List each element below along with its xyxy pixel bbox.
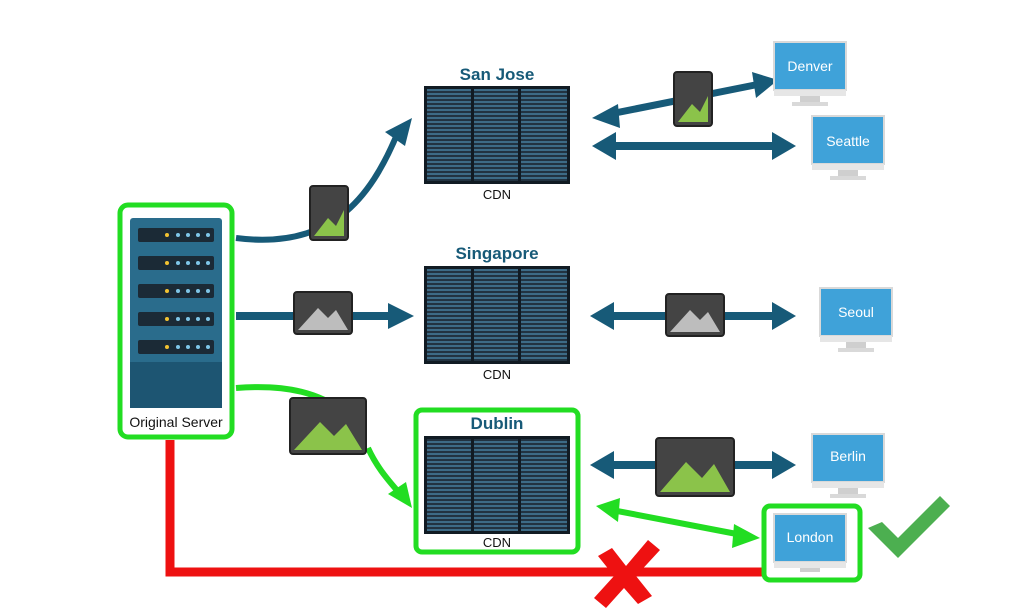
cdn-title: Singapore [455, 244, 538, 263]
image-icon [665, 293, 725, 337]
check-icon [868, 496, 950, 558]
server-rack-units [138, 228, 214, 354]
client-label: Seoul [838, 304, 874, 320]
cdn-label: CDN [483, 187, 511, 202]
client-label: Berlin [830, 448, 866, 464]
cdn-singapore: Singapore CDN [424, 244, 570, 382]
client-seattle: Seattle [811, 115, 885, 180]
client-denver: Denver [773, 41, 847, 106]
image-icon [309, 185, 349, 241]
cdn-title: San Jose [460, 65, 535, 84]
client-label: Seattle [826, 133, 870, 149]
image-icon [673, 71, 713, 127]
image-icon [289, 397, 367, 455]
cdn-dublin: Dublin CDN [413, 407, 581, 555]
client-seoul: Seoul [819, 287, 893, 352]
origin-server-label: Original Server [129, 414, 223, 430]
origin-server: Original Server [117, 202, 235, 440]
client-label: Denver [787, 58, 832, 74]
cdn-title: Dublin [471, 414, 524, 433]
cdn-label: CDN [483, 367, 511, 382]
cdn-san-jose: San Jose CDN [424, 65, 570, 202]
client-london: London [761, 503, 863, 583]
client-label: London [787, 529, 834, 545]
cross-icon [594, 540, 660, 608]
cdn-label: CDN [483, 535, 511, 550]
client-berlin: Berlin [811, 433, 885, 498]
image-icon [293, 291, 353, 335]
image-icon [655, 437, 735, 497]
